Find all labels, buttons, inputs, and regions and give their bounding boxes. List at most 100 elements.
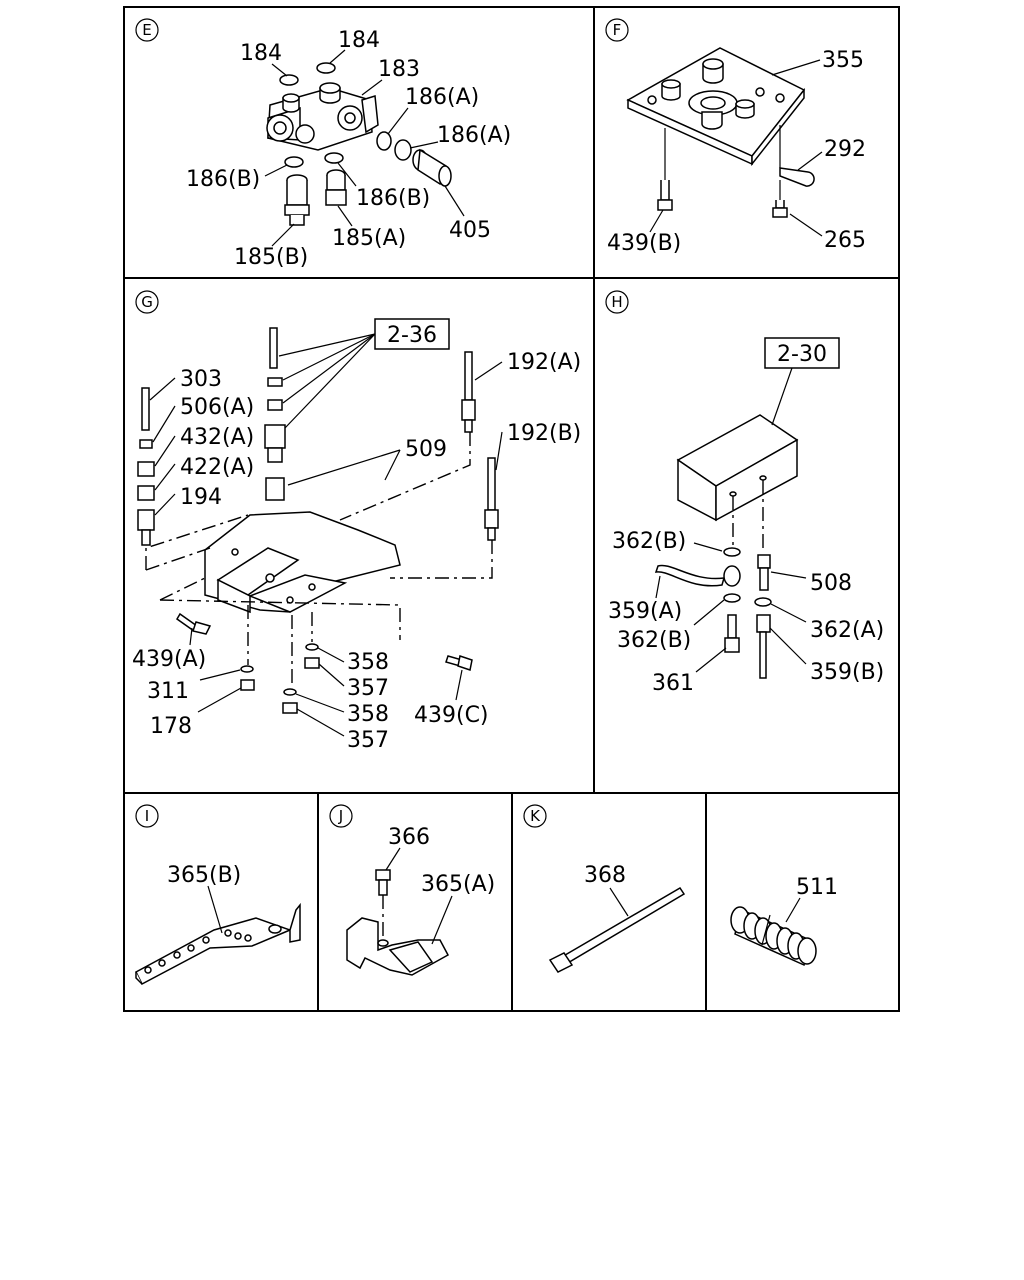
panel-letter-h: H — [605, 290, 629, 314]
washer-311 — [240, 665, 254, 673]
center-stack — [264, 377, 286, 501]
label-186a-1: 186(A) — [405, 85, 479, 110]
nut-178 — [240, 679, 255, 691]
panel-letter-e-text: E — [142, 21, 151, 39]
pipe-359a — [654, 564, 741, 587]
panel-letter-g-text: G — [141, 293, 153, 311]
label-506a: 506(A) — [180, 395, 254, 420]
left-stack — [137, 387, 155, 546]
bolt-405 — [412, 148, 452, 187]
panel-i: I 365(B) — [135, 804, 301, 986]
panel-letter-f-text: F — [613, 21, 622, 39]
label-439b: 439(B) — [607, 231, 681, 256]
label-355: 355 — [822, 48, 864, 73]
panel-h-leaders — [655, 542, 807, 673]
fitting-185a — [325, 169, 347, 206]
label-362b-upper: 362(B) — [612, 529, 686, 554]
washer-358-upper — [305, 643, 319, 651]
washer-362b-lower — [723, 593, 741, 603]
o-ring-186a-1 — [376, 131, 392, 151]
label-178: 178 — [150, 714, 192, 739]
rod-center — [269, 327, 278, 369]
bolt-361 — [724, 614, 740, 653]
label-192a: 192(A) — [507, 350, 581, 375]
label-509: 509 — [405, 437, 447, 462]
label-303: 303 — [180, 367, 222, 392]
fitting-185b — [284, 174, 310, 226]
panel-j-leaders — [385, 847, 453, 945]
fitting-359b — [756, 614, 771, 679]
pin-192a — [461, 351, 476, 433]
bolt-508 — [757, 554, 771, 591]
label-511: 511 — [796, 875, 838, 900]
control-box — [676, 414, 799, 522]
leader-368 — [609, 887, 629, 917]
label-185b: 185(B) — [234, 245, 308, 270]
label-192b: 192(B) — [507, 421, 581, 446]
label-186b-right: 186(B) — [356, 186, 430, 211]
label-184-right: 184 — [338, 28, 380, 53]
panel-e: E — [135, 18, 511, 270]
panel-g-assembly-lines — [145, 432, 493, 688]
o-ring-186b-left — [284, 156, 304, 168]
label-186b-left: 186(B) — [186, 167, 260, 192]
washer-362a — [754, 597, 772, 607]
label-368: 368 — [584, 863, 626, 888]
reference-box-2-30: 2-30 — [764, 337, 840, 369]
bolt-439a — [175, 612, 212, 635]
label-422a: 422(A) — [180, 455, 254, 480]
panel-letter-j-text: J — [338, 807, 343, 825]
label-359b: 359(B) — [810, 660, 884, 685]
o-ring-186a-2 — [394, 139, 412, 161]
washer-358-lower — [283, 688, 297, 696]
leader-365b — [207, 885, 223, 934]
panel-letter-g: G — [135, 290, 159, 314]
panel-letter-j: J — [329, 804, 353, 828]
pin-192b — [484, 457, 499, 541]
panel-k: K 368 — [523, 804, 686, 973]
bolt-265 — [772, 180, 788, 218]
o-ring-186b-right — [324, 152, 344, 164]
corrugated-tube-511 — [730, 906, 817, 967]
panel-letter-k: K — [523, 804, 547, 828]
mounting-plate-355 — [626, 47, 806, 167]
label-365b: 365(B) — [167, 863, 241, 888]
panel-511: 511 — [730, 875, 838, 967]
reference-box-2-36: 2-36 — [374, 318, 450, 350]
nut-357-lower — [282, 702, 298, 714]
panel-f: F — [605, 18, 866, 256]
leader-511 — [785, 897, 801, 923]
o-ring-184-right — [316, 62, 336, 74]
bracket-292 — [779, 125, 815, 187]
label-362a: 362(A) — [810, 618, 884, 643]
panel-h: H 2-30 — [605, 290, 884, 696]
label-311: 311 — [147, 679, 189, 704]
label-432a: 432(A) — [180, 425, 254, 450]
panel-letter-i-text: I — [145, 807, 149, 825]
panel-g-leaders — [149, 333, 503, 737]
panel-f-leaders — [649, 59, 823, 237]
label-366: 366 — [388, 825, 430, 850]
label-508: 508 — [810, 571, 852, 596]
label-405: 405 — [449, 218, 491, 243]
label-184-left: 184 — [240, 41, 282, 66]
bolt-366 — [375, 869, 391, 940]
label-439c: 439(C) — [414, 703, 489, 728]
label-358-upper: 358 — [347, 650, 389, 675]
panel-e-leaders — [264, 49, 465, 247]
o-ring-184-left — [279, 74, 299, 86]
label-292: 292 — [824, 137, 866, 162]
valve-body-drawing — [266, 82, 379, 151]
label-361: 361 — [652, 671, 694, 696]
bracket-365b — [135, 902, 301, 986]
panel-letter-h-text: H — [611, 293, 622, 311]
label-359a: 359(A) — [608, 599, 682, 624]
panel-g: G 2-36 — [132, 290, 581, 753]
panel-h-lines — [732, 367, 793, 552]
label-365a: 365(A) — [421, 872, 495, 897]
panel-frames — [123, 6, 900, 1012]
panel-letter-f: F — [605, 18, 629, 42]
bracket-assembly — [204, 511, 401, 614]
reference-2-36-text: 2-36 — [387, 323, 437, 348]
